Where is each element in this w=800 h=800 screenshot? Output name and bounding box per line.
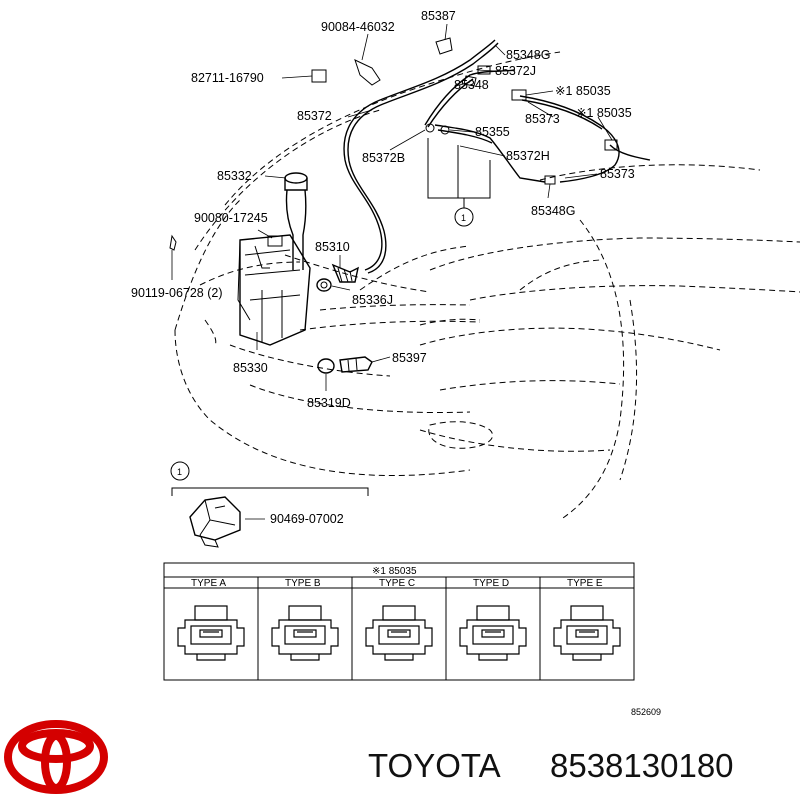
label-85355: 85355 [475,125,510,139]
toyota-logo-icon [4,720,108,794]
connector-type-d [459,605,527,661]
table-col-type-c: TYPE C [379,578,415,589]
label-85397: 85397 [392,351,427,365]
table-col-type-a: TYPE A [191,578,226,589]
label-85372H: 85372H [506,149,550,163]
label-85310: 85310 [315,240,350,254]
callout-1-number: 1 [461,213,466,223]
table-header: ※1 85035 [372,566,417,577]
connector-drawings [177,605,621,661]
label-85373-a: 85373 [525,112,560,126]
connector-type-table: ※1 85035 TYPE A TYPE B TYPE C TYPE D TYP… [163,562,635,681]
label-85332: 85332 [217,169,252,183]
label-85336J: 85336J [352,293,393,307]
label-85373-b: 85373 [600,167,635,181]
label-85348: 85348 [454,78,489,92]
connector-type-a [177,605,245,661]
table-col-type-d: TYPE D [473,578,509,589]
table-col-type-b: TYPE B [285,578,321,589]
label-85035-b: ※1 85035 [576,106,632,120]
car-body-outline [174,51,800,521]
detail-callout-number: 1 [177,467,182,477]
washer-tank [237,172,311,346]
connector-type-e [553,605,621,661]
callout-1-bracket [427,138,491,227]
label-85330: 85330 [233,361,268,375]
part-labels: 90084-46032 85387 85348G 85372J 82711-16… [131,9,635,410]
label-82711-16790: 82711-16790 [191,71,264,85]
label-85387: 85387 [421,9,456,23]
pump-and-grommets [169,234,373,374]
part-number: 8538130180 [550,747,734,784]
table-col-type-e: TYPE E [567,578,603,589]
label-85348G-bottom: 85348G [531,204,575,218]
detail-clip: 1 90469-07002 [170,461,369,548]
brand-name: TOYOTA [368,747,501,784]
label-85372J-top: 85372J [495,64,536,78]
label-85372: 85372 [297,109,332,123]
label-85035-a: ※1 85035 [555,84,611,98]
connector-type-c [365,605,433,661]
diagram-code: 852609 [631,707,661,717]
label-90080-17245: 90080-17245 [194,211,268,225]
label-90119-06728: 90119-06728 (2) [131,286,223,300]
leader-lines [171,23,613,391]
label-85319D: 85319D [307,396,351,410]
label-85372B: 85372B [362,151,405,165]
label-85348G-top: 85348G [506,48,550,62]
connector-type-b [271,605,339,661]
label-90084-46032: 90084-46032 [321,20,395,34]
label-90469-07002: 90469-07002 [270,512,344,526]
